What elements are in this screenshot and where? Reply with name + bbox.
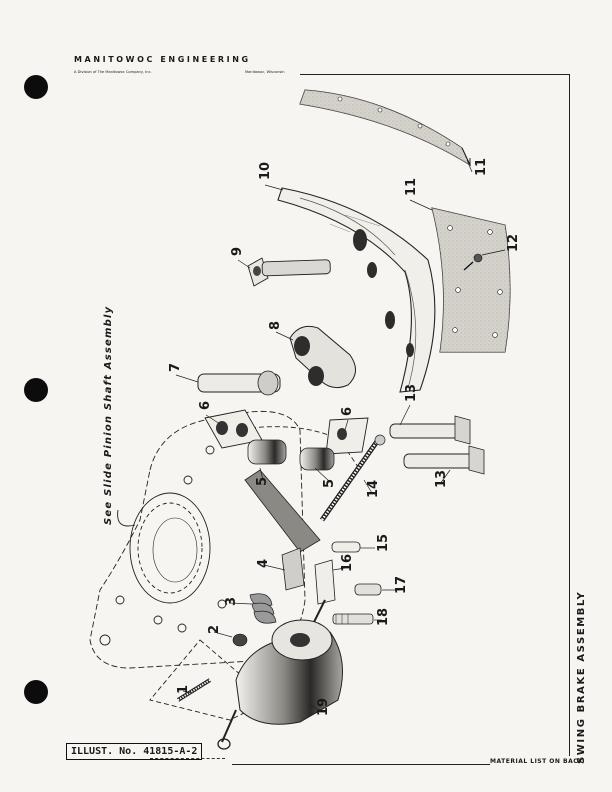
callout-11: 11 — [404, 177, 419, 196]
parts-13-pins — [389, 415, 485, 475]
border-rule-top — [300, 74, 570, 75]
part-9-pin — [247, 257, 331, 287]
border-rule-bottom — [232, 764, 490, 765]
callout-14: 14 — [366, 479, 381, 498]
part-11-lower-lining — [431, 207, 511, 353]
callout-18: 18 — [376, 607, 391, 626]
binder-hole-top — [24, 75, 48, 99]
parts-5-6-links — [204, 409, 369, 553]
callout-1: 1 — [176, 684, 191, 694]
callout-7: 7 — [168, 362, 183, 372]
binder-hole-bottom — [24, 680, 48, 704]
part-7-pin — [197, 370, 281, 396]
parts-2-3-4-spring — [232, 547, 305, 647]
part-10-brake-shoe — [277, 187, 436, 393]
callout-17: 17 — [394, 575, 409, 594]
illustration-number: ILLUST. No. 41815-A-2 — [66, 743, 203, 760]
callout-4: 4 — [256, 558, 271, 568]
reference-note: See Slide Pinion Shaft Assembly — [103, 305, 114, 525]
callout-13: 13 — [404, 383, 419, 402]
binder-hole-middle — [24, 378, 48, 402]
callout-leaders — [175, 159, 473, 713]
callout-13: 13 — [434, 469, 449, 488]
callout-19: 19 — [316, 697, 331, 716]
material-list-note: MATERIAL LIST ON BACK — [490, 758, 584, 765]
callout-12: 12 — [506, 233, 521, 252]
callout-3: 3 — [224, 596, 239, 606]
border-rule-right — [569, 74, 570, 756]
part-19-actuator — [217, 619, 343, 750]
part-8-link — [289, 325, 356, 389]
callout-10: 10 — [258, 161, 273, 180]
callout-15: 15 — [376, 533, 391, 552]
illustration-underline — [150, 758, 225, 759]
callout-6: 6 — [340, 406, 355, 416]
callout-2: 2 — [207, 624, 222, 634]
callout-6: 6 — [198, 400, 213, 410]
callout-9: 9 — [230, 246, 245, 256]
part-1-bolt — [176, 678, 212, 702]
callout-5: 5 — [322, 478, 337, 488]
parts-15-17-18-pins — [331, 541, 382, 625]
company-division: A Division of The Manitowoc Company, Inc… — [74, 70, 152, 74]
part-12-rivet — [463, 249, 506, 271]
callout-5: 5 — [255, 476, 270, 486]
callout-11: 11 — [474, 157, 489, 176]
callout-16: 16 — [340, 553, 355, 572]
part-11-upper-lining — [299, 89, 472, 167]
company-location: Manitowoc, Wisconsin — [245, 70, 285, 74]
company-name: MANITOWOC ENGINEERING — [74, 55, 251, 64]
part-14-rod — [319, 434, 386, 522]
reference-leader — [117, 509, 136, 527]
assembly-title: SWING BRAKE ASSEMBLY — [576, 590, 587, 764]
callout-8: 8 — [268, 320, 283, 330]
